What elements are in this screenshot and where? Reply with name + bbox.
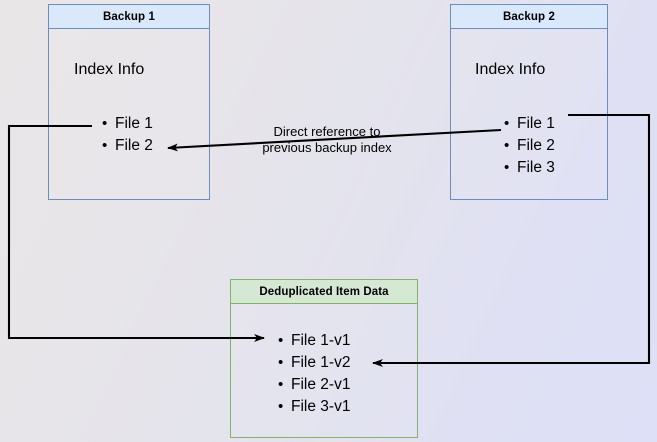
backup-1-body: Index Info File 1 File 2 bbox=[49, 29, 209, 199]
backup-2-index-info-label: Index Info bbox=[475, 61, 546, 78]
backup-2-header: Backup 2 bbox=[451, 5, 607, 29]
backup-2-file-list: File 1 File 2 File 3 bbox=[501, 113, 555, 179]
list-item: File 3-v1 bbox=[278, 396, 351, 418]
list-item: File 2 bbox=[504, 135, 555, 157]
backup-1-header: Backup 1 bbox=[49, 5, 209, 29]
direct-reference-note-line-1: Direct reference to bbox=[273, 124, 381, 139]
list-item: File 2 bbox=[102, 135, 153, 157]
list-item: File 1-v2 bbox=[278, 352, 351, 374]
backup-1-box: Backup 1 Index Info File 1 File 2 bbox=[48, 4, 210, 200]
backup-2-body: Index Info File 1 File 2 File 3 bbox=[451, 29, 607, 199]
list-item: File 1-v1 bbox=[278, 330, 351, 352]
backup-2-box: Backup 2 Index Info File 1 File 2 File 3 bbox=[450, 4, 608, 200]
deduplicated-item-data-header: Deduplicated Item Data bbox=[231, 280, 417, 304]
deduplicated-item-data-box: Deduplicated Item Data File 1-v1 File 1-… bbox=[230, 279, 418, 438]
direct-reference-note-line-2: previous backup index bbox=[262, 140, 392, 155]
deduplicated-item-data-body: File 1-v1 File 1-v2 File 2-v1 File 3-v1 bbox=[231, 304, 417, 437]
list-item: File 2-v1 bbox=[278, 374, 351, 396]
backup-1-file-list: File 1 File 2 bbox=[99, 113, 153, 157]
deduplicated-file-list: File 1-v1 File 1-v2 File 2-v1 File 3-v1 bbox=[275, 330, 351, 418]
backup-1-index-info-label: Index Info bbox=[74, 61, 145, 78]
direct-reference-note: Direct reference to previous backup inde… bbox=[257, 124, 397, 156]
list-item: File 1 bbox=[102, 113, 153, 135]
list-item: File 1 bbox=[504, 113, 555, 135]
list-item: File 3 bbox=[504, 157, 555, 179]
